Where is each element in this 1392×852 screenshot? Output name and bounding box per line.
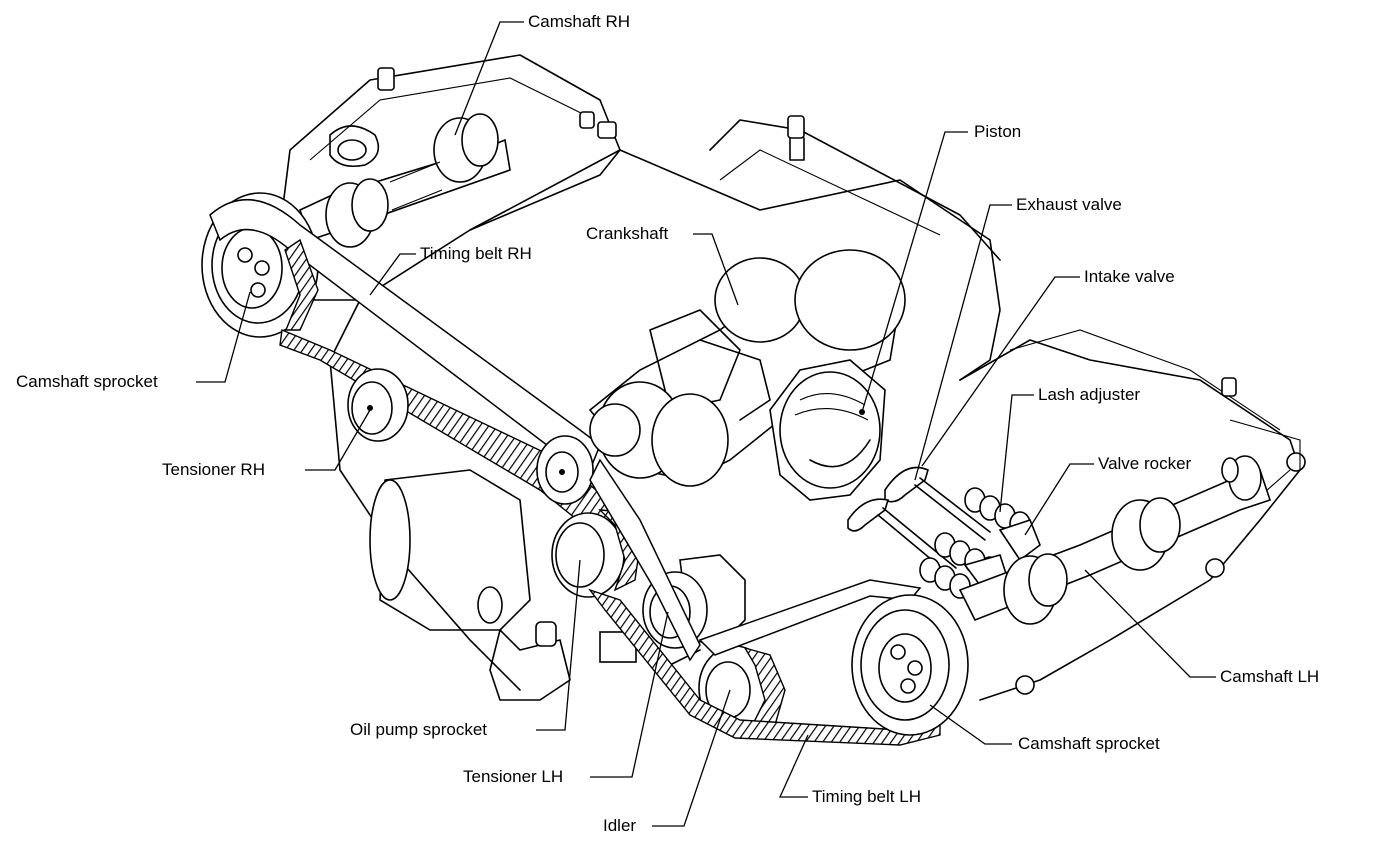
label-intake-valve: Intake valve xyxy=(1084,267,1175,286)
piston xyxy=(769,359,886,501)
valve-train-lh xyxy=(847,455,1272,625)
label-camshaft-sprocket-rh: Camshaft sprocket xyxy=(16,372,158,391)
tensioner-rh xyxy=(347,368,409,442)
label-exhaust-valve: Exhaust valve xyxy=(1016,195,1122,214)
label-camshaft-lh: Camshaft LH xyxy=(1220,667,1320,686)
label-valve-rocker: Valve rocker xyxy=(1098,454,1192,473)
camshaft-sprocket-lh xyxy=(851,594,969,736)
label-piston: Piston xyxy=(974,122,1022,141)
label-lash-adjuster: Lash adjuster xyxy=(1038,385,1141,404)
label-crankshaft: Crankshaft xyxy=(586,224,669,243)
leader-lines xyxy=(196,21,1216,827)
label-tensioner-rh: Tensioner RH xyxy=(162,460,265,479)
label-timing-belt-lh: Timing belt LH xyxy=(812,787,921,806)
label-timing-belt-rh: Timing belt RH xyxy=(420,244,532,263)
idler xyxy=(698,645,786,731)
crankshaft-sprocket xyxy=(536,403,641,505)
oil-pump-sprocket xyxy=(551,509,641,598)
label-tensioner-lh: Tensioner LH xyxy=(463,767,564,786)
engine-block-outline xyxy=(279,54,1306,701)
camshaft-rh xyxy=(299,113,511,248)
label-camshaft-sprocket-lh: Camshaft sprocket xyxy=(1018,734,1160,753)
label-camshaft-rh: Camshaft RH xyxy=(528,12,631,31)
label-idler: Idler xyxy=(603,816,637,835)
label-oil-pump-sprocket: Oil pump sprocket xyxy=(350,720,487,739)
